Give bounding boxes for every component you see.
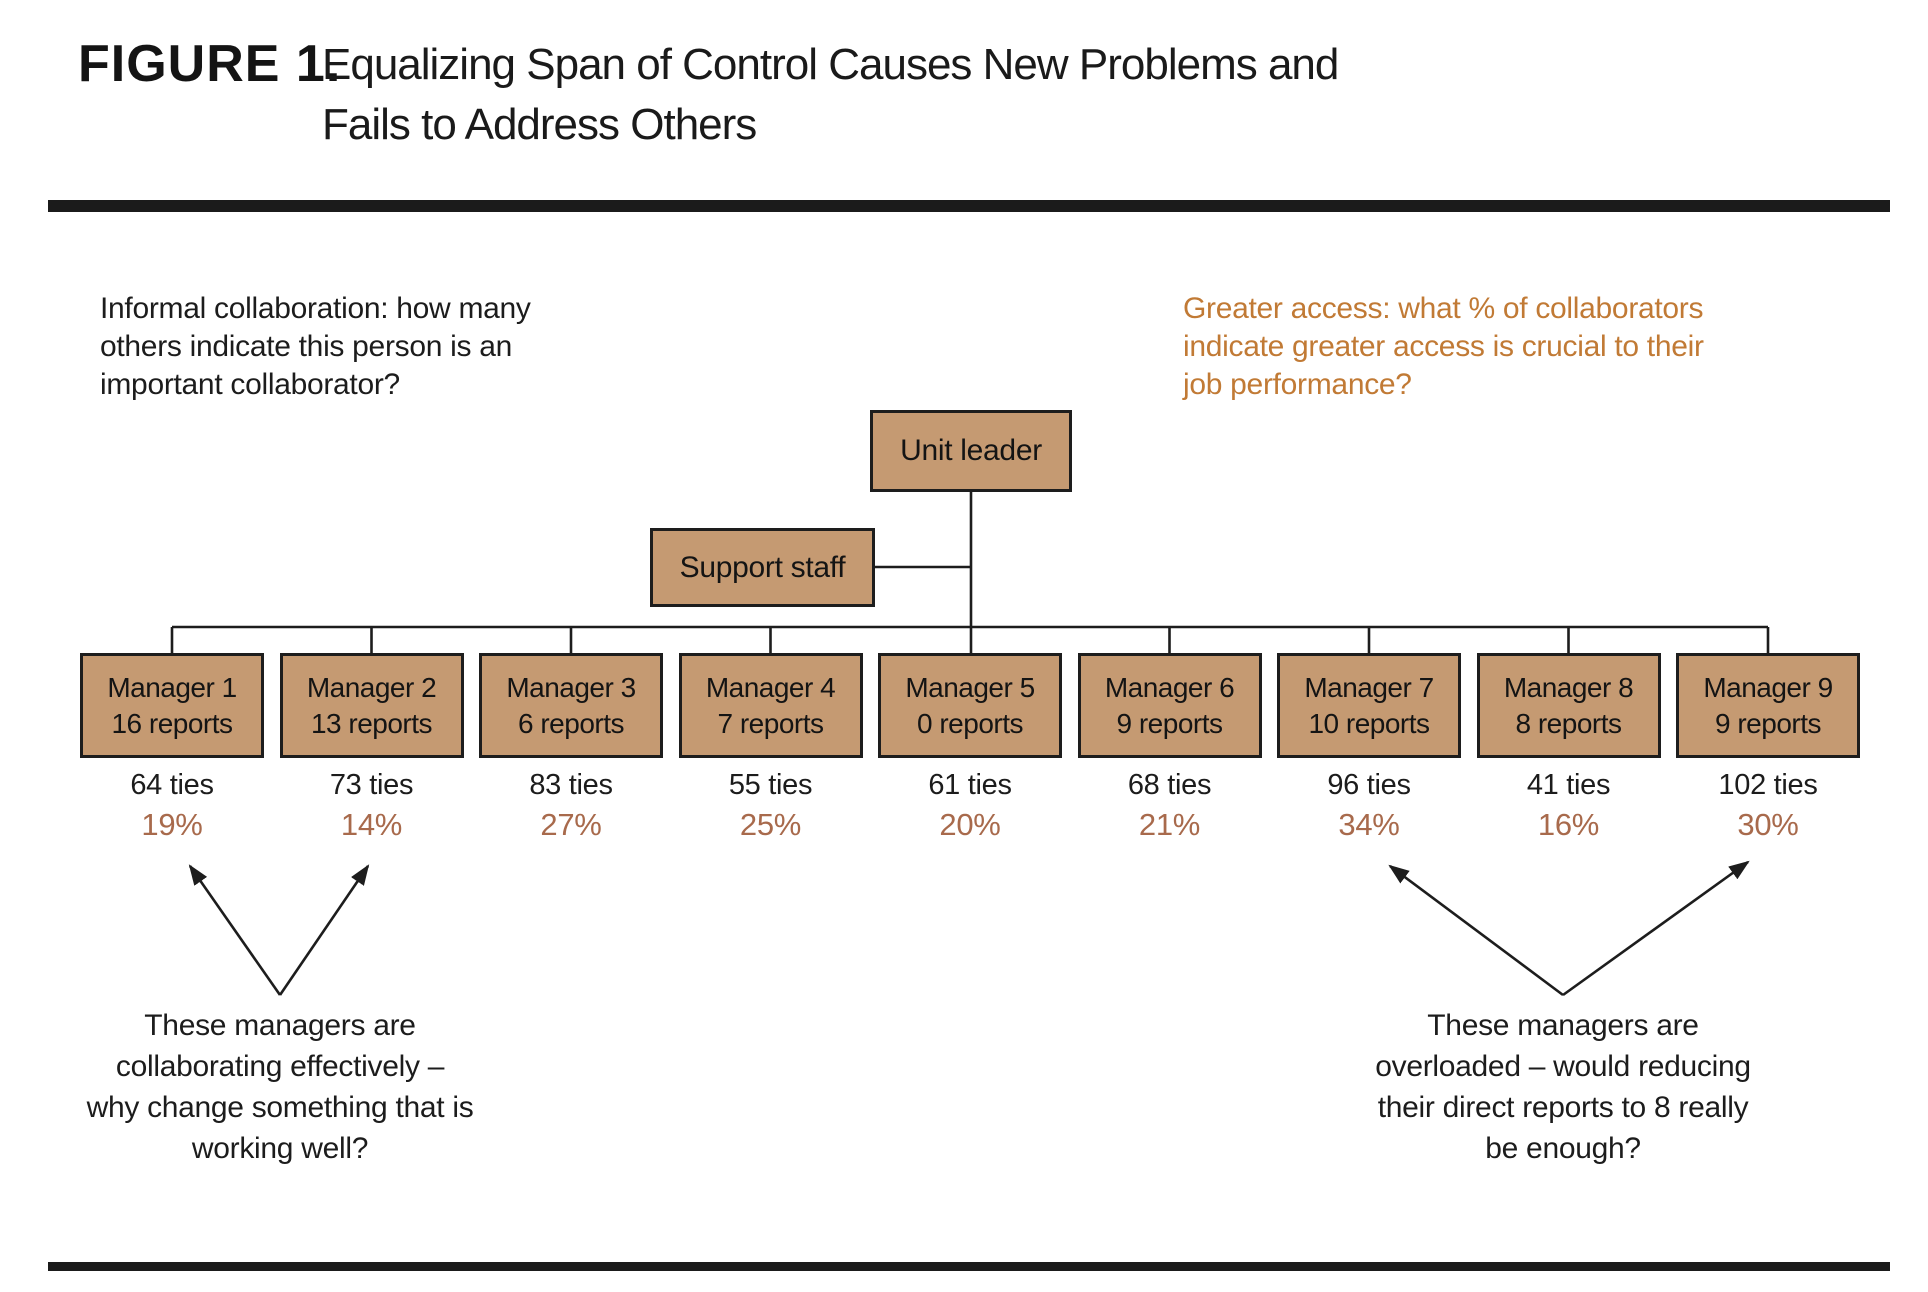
manager-ties: 96 ties	[1327, 769, 1411, 801]
informal-note-line2: others indicate this person is an	[100, 330, 513, 363]
manager-reports: 9 reports	[1116, 707, 1224, 739]
greater-access-line1: Greater access: what % of collaborators	[1183, 292, 1704, 325]
manager-ties: 68 ties	[1127, 769, 1212, 801]
manager-reports: 9 reports	[1715, 707, 1822, 739]
effective-callout-line4: working well?	[191, 1132, 369, 1165]
overloaded-callout-line4: be enough?	[1485, 1132, 1641, 1165]
effective-callout: These managers are collaborating effecti…	[50, 1005, 510, 1169]
manager-ties: 73 ties	[329, 769, 414, 801]
effective-callout-line3: why change something that is	[86, 1091, 474, 1124]
manager-group-6: Manager 6 9 reports 68 ties 21%	[1077, 653, 1262, 843]
manager-reports: 16 reports	[111, 707, 233, 739]
manager-name: Manager 5	[905, 671, 1035, 703]
manager-box-5: Manager 5 0 reports	[878, 653, 1062, 758]
effective-callout-line1: These managers are	[144, 1009, 416, 1042]
manager-ties: 83 ties	[529, 769, 613, 801]
manager-group-5: Manager 5 0 reports 61 ties 20%	[878, 653, 1062, 843]
top-rule	[48, 200, 1890, 212]
manager-name: Manager 7	[1304, 671, 1434, 703]
manager-reports: 6 reports	[518, 707, 625, 739]
manager-group-8: Manager 8 8 reports 41 ties 16%	[1476, 653, 1661, 843]
manager-percent: 34%	[1338, 807, 1400, 842]
greater-access-line3: job performance?	[1183, 368, 1412, 401]
manager-box-1: Manager 1 16 reports	[80, 653, 264, 758]
manager-percent: 20%	[939, 807, 1001, 842]
manager-reports: 0 reports	[917, 707, 1024, 739]
manager-percent: 27%	[540, 807, 602, 842]
manager-reports: 8 reports	[1515, 707, 1623, 739]
effective-callout-line2: collaborating effectively –	[115, 1050, 445, 1083]
manager-percent: 25%	[739, 807, 802, 842]
manager-group-7: Manager 7 10 reports 96 ties 34%	[1277, 653, 1461, 843]
support-staff-label: Support staff	[679, 550, 846, 584]
manager-reports: 10 reports	[1308, 707, 1430, 739]
manager-ties: 64 ties	[130, 769, 214, 801]
manager-percent: 21%	[1138, 807, 1201, 842]
manager-box-9: Manager 9 9 reports	[1676, 653, 1860, 758]
manager-percent: 19%	[141, 807, 203, 842]
manager-ties: 61 ties	[928, 769, 1012, 801]
unit-leader-box: Unit leader	[870, 410, 1072, 492]
manager-group-1: Manager 1 16 reports 64 ties 19%	[80, 653, 264, 843]
manager-group-3: Manager 3 6 reports 83 ties 27%	[479, 653, 663, 843]
manager-name: Manager 6	[1104, 671, 1235, 703]
manager-box-4: Manager 4 7 reports	[678, 653, 863, 758]
overloaded-callout: These managers are overloaded – would re…	[1333, 1005, 1793, 1169]
manager-reports: 7 reports	[717, 707, 825, 739]
manager-name: Manager 3	[506, 671, 636, 703]
manager-box-3: Manager 3 6 reports	[479, 653, 663, 758]
manager-reports: 13 reports	[310, 707, 433, 739]
overloaded-callout-line1: These managers are	[1427, 1009, 1699, 1042]
informal-note-line1: Informal collaboration: how many	[100, 292, 531, 325]
overloaded-callout-line2: overloaded – would reducing	[1375, 1050, 1751, 1083]
manager-group-4: Manager 4 7 reports 55 ties 25%	[678, 653, 863, 843]
overloaded-callout-line3: their direct reports to 8 really	[1377, 1091, 1749, 1124]
manager-ties: 41 ties	[1526, 769, 1611, 801]
bottom-rule	[48, 1262, 1890, 1271]
manager-name: Manager 4	[705, 671, 836, 703]
manager-box-7: Manager 7 10 reports	[1277, 653, 1461, 758]
manager-percent: 30%	[1737, 807, 1799, 842]
manager-name: Manager 1	[107, 671, 237, 703]
support-staff-box: Support staff	[650, 528, 875, 607]
greater-access-line2: indicate greater access is crucial to th…	[1183, 330, 1704, 363]
informal-note-line3: important collaborator?	[100, 368, 400, 401]
manager-name: Manager 8	[1503, 671, 1634, 703]
figure-title-line1: Equalizing Span of Control Causes New Pr…	[322, 40, 1339, 89]
manager-ties: 55 ties	[728, 769, 813, 801]
unit-leader-label: Unit leader	[900, 434, 1042, 467]
manager-box-6: Manager 6 9 reports	[1077, 653, 1262, 758]
figure-title-line2: Fails to Address Others	[322, 100, 757, 149]
figure-label: FIGURE 1.	[78, 35, 342, 93]
manager-box-2: Manager 2 13 reports	[279, 653, 464, 758]
manager-percent: 14%	[340, 807, 403, 842]
manager-percent: 16%	[1537, 807, 1600, 842]
manager-ties: 102 ties	[1718, 769, 1818, 801]
manager-name: Manager 9	[1703, 671, 1833, 703]
manager-box-8: Manager 8 8 reports	[1476, 653, 1661, 758]
informal-collaboration-note: Informal collaboration: how many others …	[100, 290, 531, 404]
greater-access-note: Greater access: what % of collaborators …	[1183, 290, 1704, 404]
manager-group-9: Manager 9 9 reports 102 ties 30%	[1676, 653, 1860, 843]
manager-name: Manager 2	[306, 671, 437, 703]
manager-group-2: Manager 2 13 reports 73 ties 14%	[279, 653, 464, 843]
